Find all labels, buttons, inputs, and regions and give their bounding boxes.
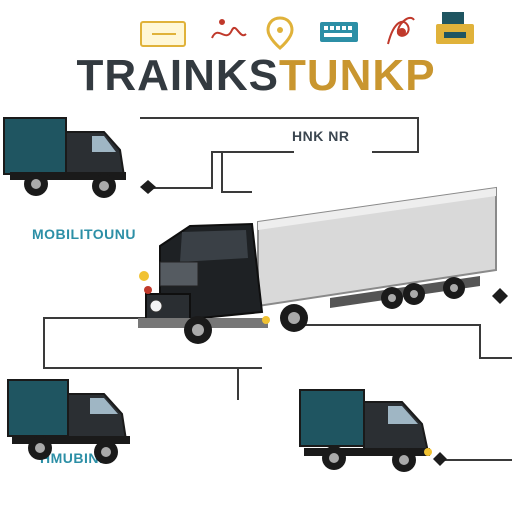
printer-icon	[436, 12, 474, 44]
signature-icon	[211, 19, 247, 39]
label-bottom-left: HMUBINH	[40, 450, 110, 466]
title-part-1: TRAINKS	[76, 51, 279, 100]
diamond-marker	[140, 180, 156, 194]
box-truck-bottom-left	[7, 379, 130, 464]
keyboard-icon	[320, 22, 358, 42]
label-left-middle: MOBILITOUNU	[32, 226, 137, 242]
diamond-marker	[492, 288, 508, 304]
box-truck-top-left	[3, 117, 126, 198]
card-icon	[140, 21, 186, 47]
page-title: TRAINKSTUNKP	[0, 52, 512, 100]
semi-truck-center	[138, 186, 497, 344]
box-truck-bottom-right	[299, 389, 432, 472]
title-part-2: TUNKP	[279, 51, 436, 100]
label-top-right: HNK NR	[292, 128, 350, 144]
diamond-marker	[433, 452, 447, 466]
map-pin-icon	[266, 16, 294, 50]
scribble-icon	[387, 16, 415, 45]
